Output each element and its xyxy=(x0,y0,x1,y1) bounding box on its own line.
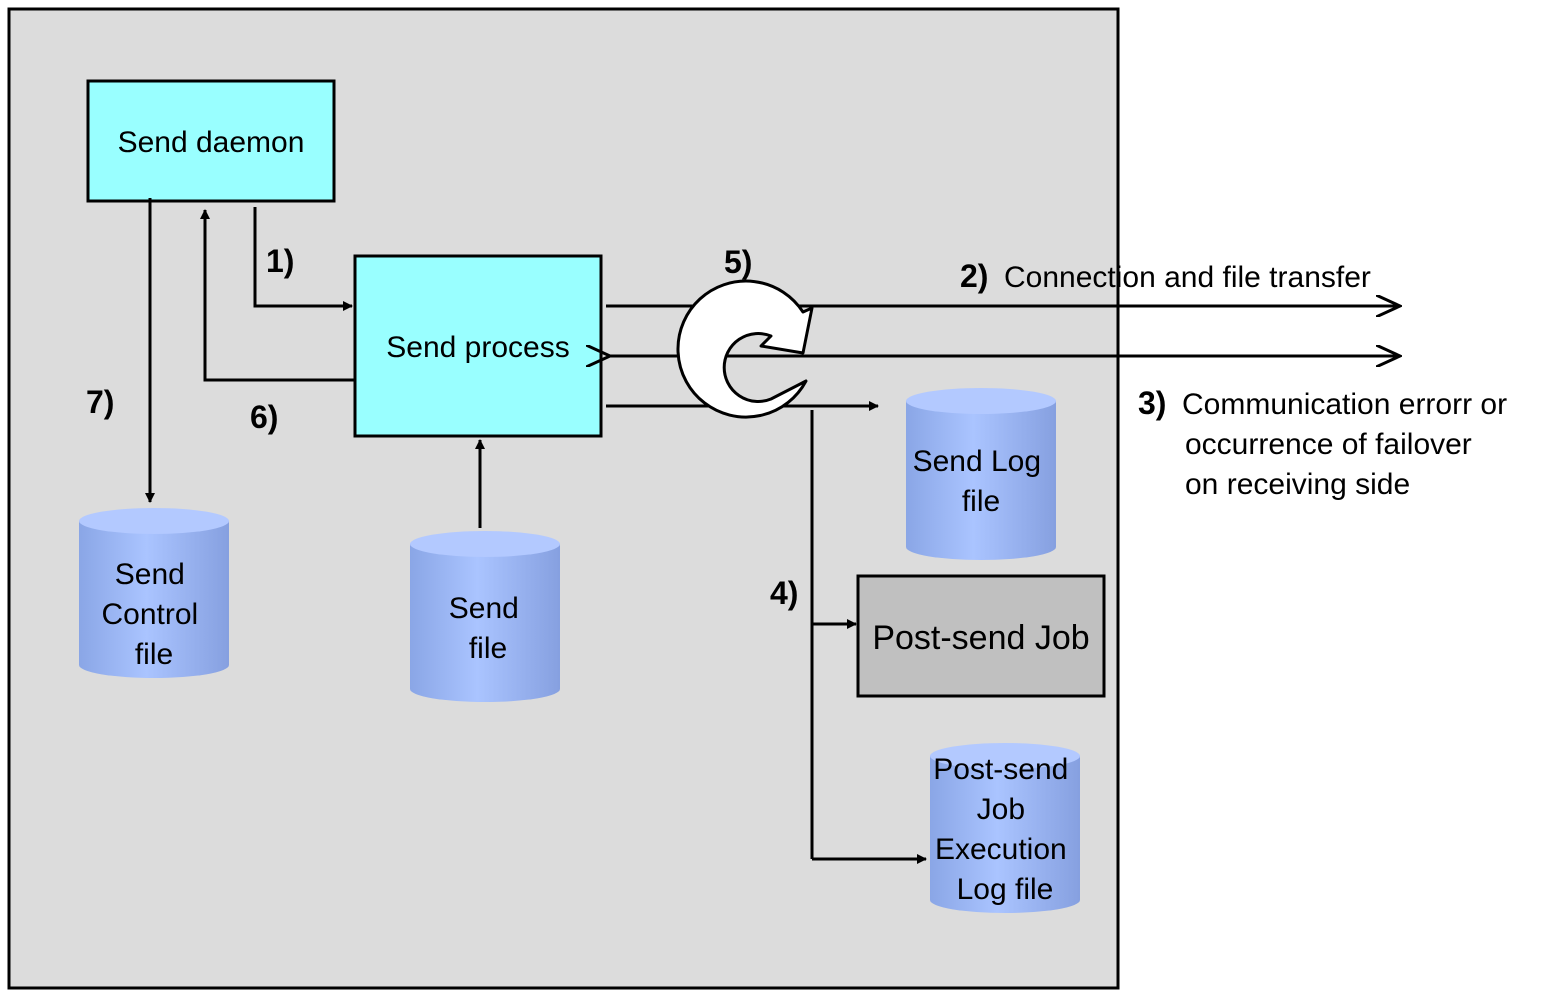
step-2-label: 2) xyxy=(960,258,988,294)
post-send-job-node: Post-send Job xyxy=(856,574,1106,698)
send-process-label: Send process xyxy=(386,331,569,364)
send-daemon-label: Send daemon xyxy=(118,126,305,159)
send-log-file-line2: file xyxy=(962,485,1000,518)
send-process-node: Send process xyxy=(353,254,603,438)
post-send-job-log-line1: Post-send xyxy=(933,753,1068,786)
send-log-file-store: Send Log file xyxy=(906,388,1056,560)
error-annotation-line2: occurrence of failover xyxy=(1185,428,1472,461)
post-send-job-log-line2: Job xyxy=(977,793,1025,826)
transfer-annotation: Connection and file transfer xyxy=(1004,261,1371,294)
send-control-file-store: Send Control file xyxy=(79,508,229,678)
arrow-process-to-daemon xyxy=(200,209,355,382)
send-file-store: Send file xyxy=(410,531,560,702)
svg-text:Send Control file: Send Control file xyxy=(101,558,206,671)
svg-text:Send Log file: Send Log file xyxy=(913,445,1050,518)
send-daemon-node: Send daemon xyxy=(86,79,336,203)
step-4-label: 4) xyxy=(770,575,798,611)
step-6-label: 6) xyxy=(250,399,278,435)
post-send-job-log-line4: Log file xyxy=(957,873,1054,906)
step-5-label: 5) xyxy=(724,244,752,280)
step-3-label: 3) xyxy=(1138,385,1166,421)
send-file-line1: Send xyxy=(449,592,519,625)
error-annotation-line1: Communication errorr or xyxy=(1182,388,1507,421)
post-send-job-label: Post-send Job xyxy=(872,619,1089,657)
svg-text:Send file: Send file xyxy=(449,592,527,665)
retry-cycle-icon xyxy=(676,279,814,419)
send-log-file-line1: Send Log xyxy=(913,445,1041,478)
post-send-job-log-line3: Execution xyxy=(935,833,1067,866)
send-file-line2: file xyxy=(469,632,507,665)
post-send-job-log-store: Post-send Job Execution Log file xyxy=(930,743,1080,913)
send-control-file-line3: file xyxy=(135,638,173,671)
svg-text:Post-send Job Exec: Post-send Job Execution Log file xyxy=(933,753,1076,906)
error-annotation-line3: on receiving side xyxy=(1185,468,1410,501)
send-control-file-line1: Send xyxy=(115,558,185,591)
step-7-label: 7) xyxy=(86,384,114,420)
arrow-daemon-to-process xyxy=(253,207,353,311)
step-1-label: 1) xyxy=(266,243,294,279)
send-control-file-line2: Control xyxy=(101,598,198,631)
